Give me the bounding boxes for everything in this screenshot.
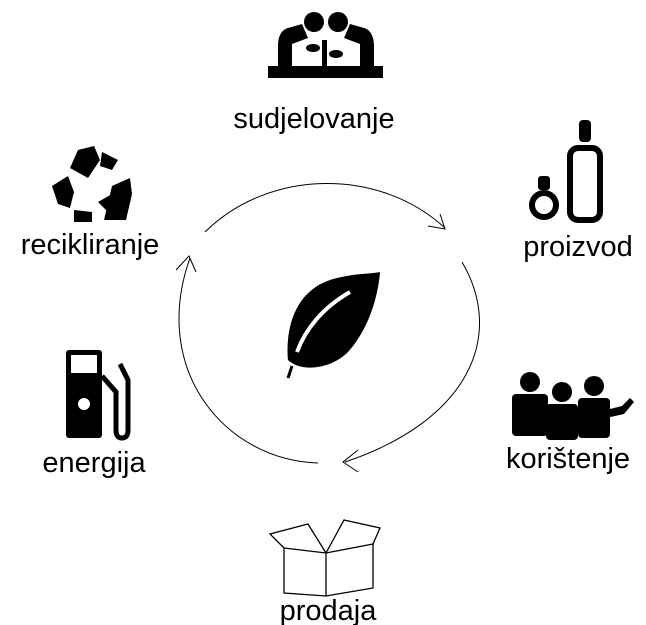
stage-label-koristenje: korištenje [506,443,630,475]
stage-label-prodaja: prodaja [280,595,378,625]
recycle-icon [52,146,132,222]
cycle-arrows [175,183,481,473]
people-planting-icon [268,12,383,78]
arc-left [178,257,319,464]
open-box-icon [268,519,381,597]
arc-top [204,183,446,233]
group-of-people-icon [512,372,634,440]
fuel-pump-icon [66,350,131,441]
stage-label-sudjelovanje: sudjelovanje [233,103,394,135]
stage-label-recikliranje: recikliranje [21,229,160,261]
arrowhead-left [175,255,197,273]
stage-label-energija: energija [42,447,146,479]
arrowhead-top [427,213,446,230]
arc-right [344,261,481,463]
leaf-icon [286,272,380,379]
arrowhead-right [342,449,359,473]
stage-label-proizvod: proizvod [523,231,633,263]
gas-bottles-icon [529,145,603,223]
